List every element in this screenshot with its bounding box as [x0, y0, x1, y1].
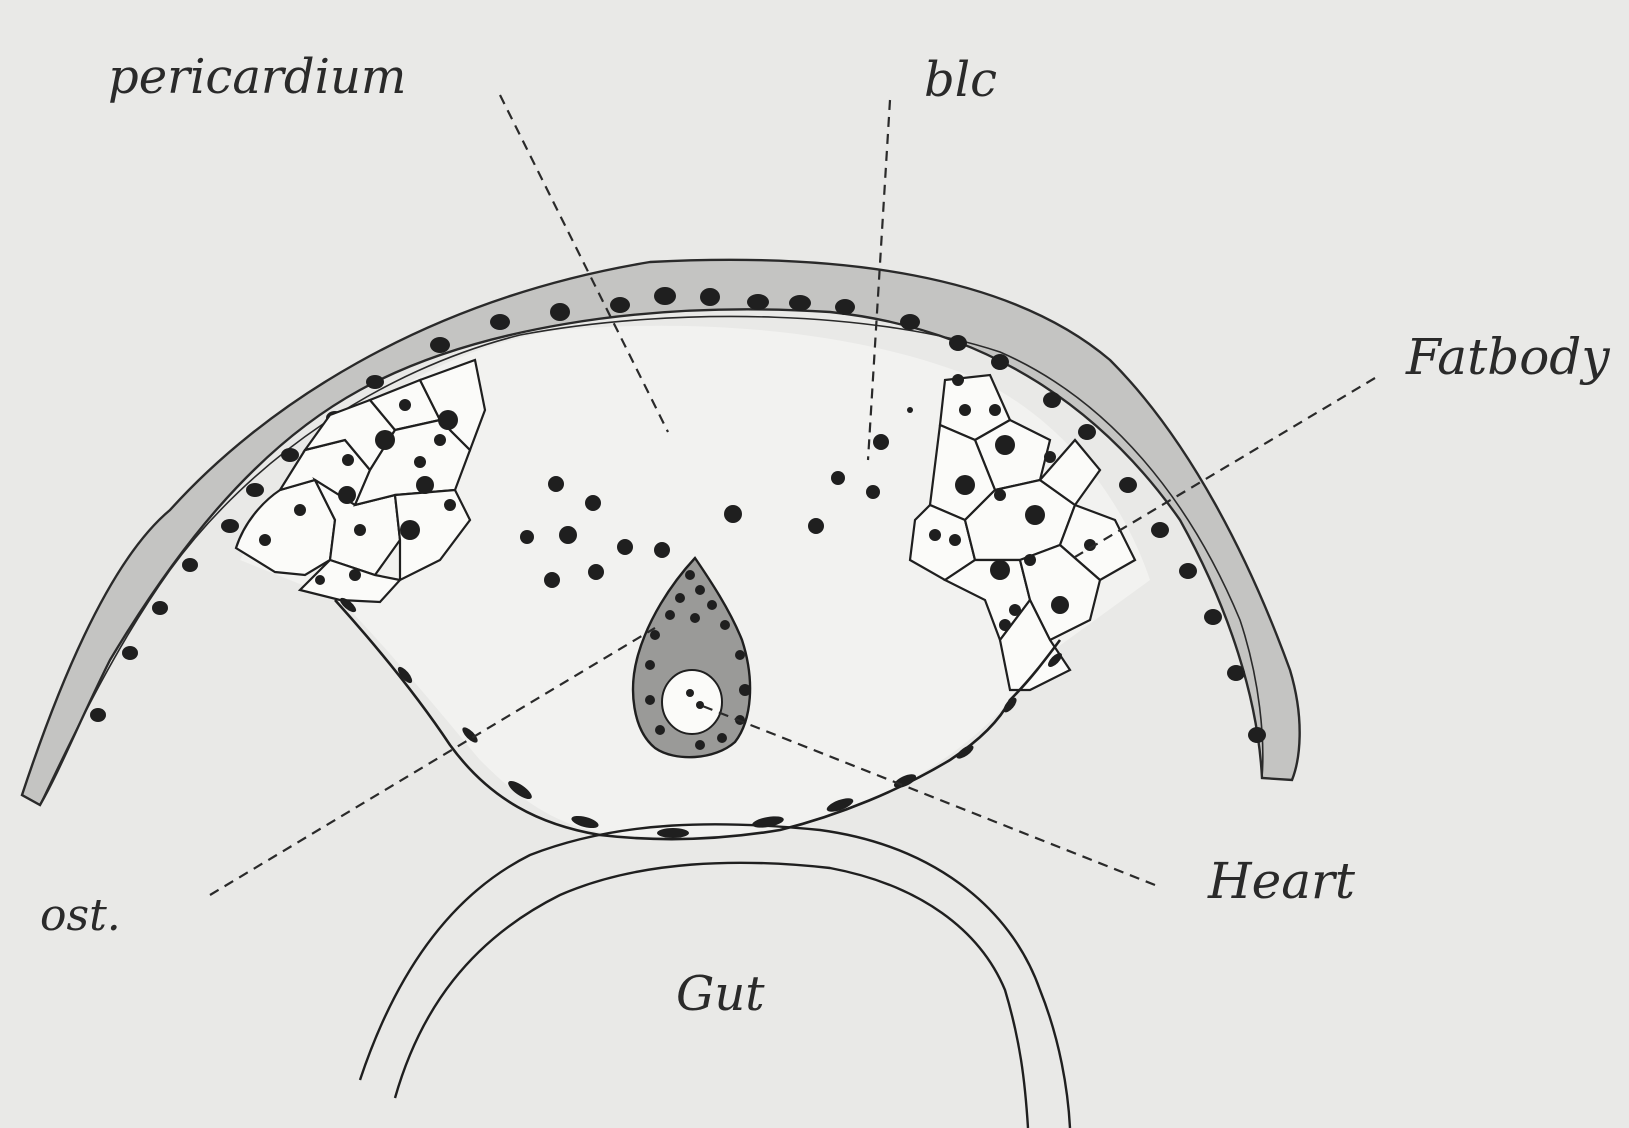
- label-gut: Gut: [676, 966, 765, 1022]
- label-fatbody: Fatbody: [1405, 328, 1610, 386]
- label-pericardium: pericardium: [108, 49, 406, 105]
- heart-lumen: [662, 670, 722, 734]
- label-ost: ost.: [40, 890, 121, 941]
- label-blc: blc: [924, 52, 997, 108]
- label-heart: Heart: [1207, 852, 1356, 910]
